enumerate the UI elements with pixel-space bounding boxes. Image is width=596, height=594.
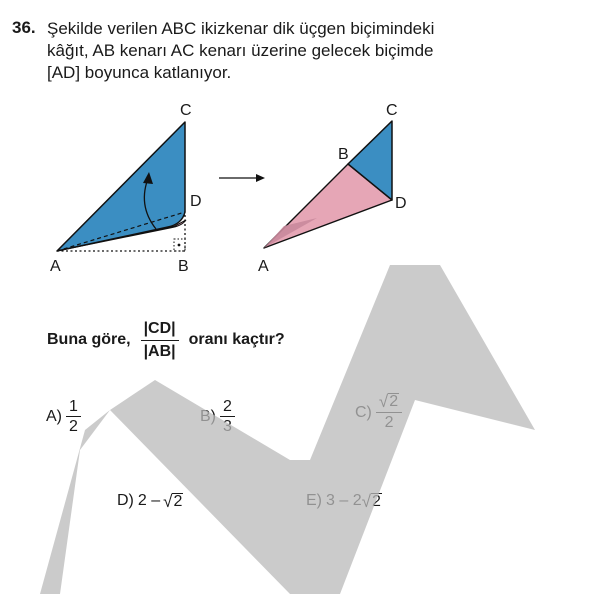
option-A-denominator: 2 [69,418,78,435]
right-label-A: A [258,258,269,275]
option-E-sqrt: √2 [361,491,382,511]
question-line-3: [AD] boyunca katlanıyor. [47,63,232,82]
option-D-radicand: 2 [172,492,184,510]
right-angle-dot [177,243,181,247]
option-C-denominator: 2 [384,414,394,431]
left-label-A: A [50,258,61,275]
option-A-letter: A) [46,407,62,425]
right-label-D: D [395,195,407,212]
question-line-1: Şekilde verilen ABC ikizkenar dik üçgen … [47,19,435,38]
left-label-C: C [180,102,192,119]
pink-overlap-shade [264,218,317,248]
option-B-letter: B) [200,407,216,425]
option-B[interactable]: B) 2 3 [200,397,235,436]
right-label-C: C [386,102,398,119]
left-label-D: D [190,193,202,210]
option-A[interactable]: A) 1 2 [46,397,81,436]
transition-arrow [219,174,265,182]
option-B-numerator: 2 [220,397,235,417]
question-line-2: kâğıt, AB kenarı AC kenarı üzerine gelec… [47,41,434,60]
option-E[interactable]: E) 3 – 2 √2 [306,492,382,510]
option-A-numerator: 1 [66,397,81,417]
right-angle-mark [173,238,186,252]
question-number: 36. [12,18,36,37]
question-prompt: Buna göre, |CD| |AB| oranı kaçtır? [47,312,285,368]
option-E-letter: E) [306,492,322,509]
right-triangle-figure [263,120,393,249]
option-D-letter: D) [117,492,134,509]
prompt-ratio: |CD| |AB| [140,318,179,363]
original-edge-dotted [57,212,186,252]
option-C-radicand: 2 [388,393,400,410]
left-label-B: B [178,258,189,275]
option-B-denominator: 3 [223,418,232,435]
option-D-radical-sign: √ [163,491,173,511]
option-E-text: 3 – 2 [326,492,362,509]
prompt-suffix: oranı kaçtır? [188,331,285,348]
option-C-fraction: √2 2 [375,392,403,432]
option-D-sqrt: √2 [163,491,184,511]
option-E-radical-sign: √ [361,491,371,511]
option-C[interactable]: C) √2 2 [355,392,403,432]
option-A-fraction: 1 2 [66,397,81,436]
option-B-fraction: 2 3 [220,397,235,436]
pink-flap [56,219,187,252]
blue-remaining-part [347,120,393,201]
option-C-numerator: √2 [375,392,403,413]
option-C-radical-sign: √ [378,392,389,411]
ratio-numerator: |CD| [140,318,179,341]
option-E-radicand: 2 [370,492,382,510]
fold-line-AD [56,211,186,252]
option-D-text: 2 – [137,492,161,509]
right-label-B: B [338,146,349,163]
option-D[interactable]: D) 2 – √2 [117,491,184,511]
option-C-sqrt: √2 [378,392,400,411]
option-C-letter: C) [355,403,372,421]
left-triangle-figure [56,121,187,252]
fold-arrow-head [143,172,153,184]
prompt-prefix: Buna göre, [47,331,131,348]
ratio-denominator: |AB| [143,342,176,360]
